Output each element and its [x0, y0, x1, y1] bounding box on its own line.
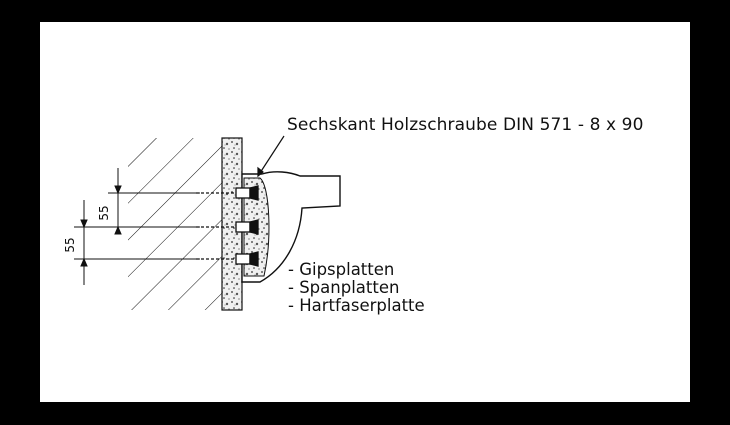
dimension-lower [74, 200, 200, 285]
screw-lower [196, 251, 259, 267]
screw-callout: Sechskant Holzschraube DIN 571 - 8 x 90 [287, 115, 644, 135]
material-item: - Hartfaserplatte [288, 296, 425, 315]
screw-middle [196, 219, 259, 235]
dimension-upper-label: 55 [97, 205, 111, 220]
dimension-lower-label: 55 [63, 237, 77, 252]
wall-hatching [128, 138, 224, 310]
material-item: - Gipsplatten [288, 260, 394, 279]
dimension-upper [108, 168, 200, 235]
callout-leader [257, 135, 285, 178]
screw-upper [196, 185, 259, 201]
material-item: - Spanplatten [288, 278, 399, 297]
